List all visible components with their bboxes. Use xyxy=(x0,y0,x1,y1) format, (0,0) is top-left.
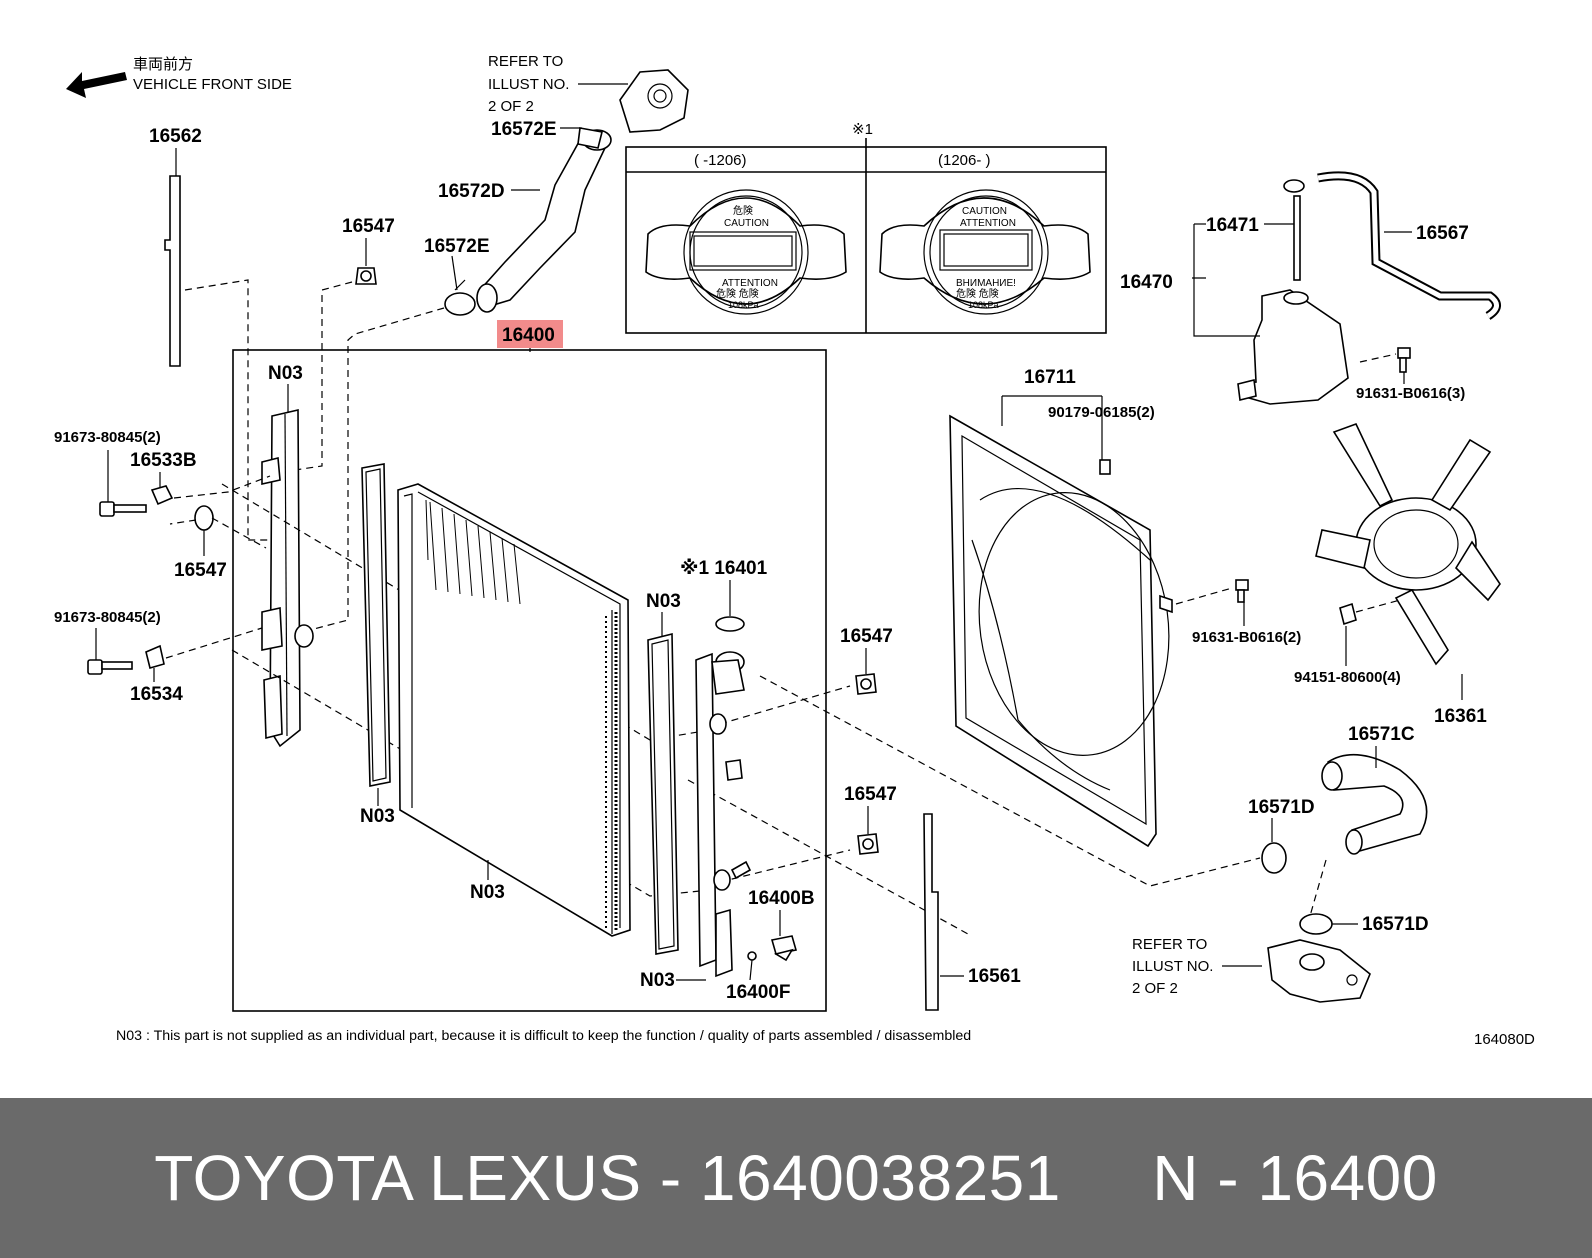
grommet-16547-top-icon xyxy=(355,267,377,285)
part-number-16547-b: 16547 xyxy=(174,560,227,581)
part-number-91673-b: 91673-80845(2) xyxy=(54,609,161,626)
refer-bottom-line1: REFER TO xyxy=(1132,936,1207,953)
fan-shroud-illustration xyxy=(949,414,1173,848)
part-number-16547-a: 16547 xyxy=(342,216,395,237)
radiator-cap-table: ※1 ( -1206) (1206- ) 危険 CAUTION ATTENTIO… xyxy=(625,121,1107,334)
seal-16562-illustration xyxy=(164,175,181,367)
water-outlet-illustration xyxy=(619,69,689,133)
n03-label-a: N03 xyxy=(268,363,303,384)
part-number-16571D-b: 16571D xyxy=(1362,914,1429,935)
part-number-16572E-top: 16572E xyxy=(491,119,557,140)
part-number-16562: 16562 xyxy=(149,126,202,147)
part-number-16547-d: 16547 xyxy=(844,784,897,805)
nut-94151-icon xyxy=(1339,602,1357,626)
part-number-91631-a: 91631-B0616(3) xyxy=(1356,385,1465,402)
part-number-16711: 16711 xyxy=(1024,367,1076,388)
part-number-91631-b: 91631-B0616(2) xyxy=(1192,629,1301,646)
bracket-16534-icon xyxy=(145,644,165,669)
part-number-94151: 94151-80600(4) xyxy=(1294,669,1401,686)
cap-note-mark: ※1 xyxy=(852,121,873,138)
bolt-91673-b-icon xyxy=(87,659,133,675)
cap-left-header: ( -1206) xyxy=(694,152,747,169)
part-number-16571C: 16571C xyxy=(1348,724,1415,745)
clamp-16401-icon xyxy=(715,616,745,632)
cap-right-header: (1206- ) xyxy=(938,152,991,169)
grommet-16547-b-icon xyxy=(194,505,214,531)
part-number-16561: 16561 xyxy=(968,966,1021,987)
part-number-16567: 16567 xyxy=(1416,223,1469,244)
part-number-16471: 16471 xyxy=(1206,215,1259,236)
svg-text:ВНИМАНИЕ!: ВНИМАНИЕ! xyxy=(956,278,1016,289)
refer-bottom-line2: ILLUST NO. xyxy=(1132,958,1213,975)
direction-label-en: VEHICLE FRONT SIDE xyxy=(133,76,292,93)
seal-16561-illustration xyxy=(923,813,939,1011)
bracket-16533B-icon xyxy=(150,485,174,506)
part-number-16534: 16534 xyxy=(130,684,183,705)
svg-text:ATTENTION: ATTENTION xyxy=(722,278,778,289)
grommet-16547-c-icon xyxy=(855,673,877,695)
n03-label-b: N03 xyxy=(360,806,395,827)
part-number-16361: 16361 xyxy=(1434,706,1487,727)
radiator-left-tank-illustration xyxy=(261,408,314,748)
n03-label-d: N03 xyxy=(646,591,681,612)
part-number-16400F: 16400F xyxy=(726,982,790,1003)
clamp-16571D-b-icon xyxy=(1299,913,1333,935)
part-number-16470: 16470 xyxy=(1120,272,1173,293)
refer-top-line3: 2 OF 2 xyxy=(488,98,534,115)
svg-text:危険 危険: 危険 危険 xyxy=(956,288,999,300)
reservoir-hose-16471-icon xyxy=(1283,179,1305,281)
refer-bottom-line3: 2 OF 2 xyxy=(1132,980,1178,997)
radiator-right-tank-illustration xyxy=(695,651,752,978)
seal-n03-left-illustration xyxy=(361,463,391,787)
part-number-16400B: 16400B xyxy=(748,888,815,909)
grommet-16547-d-icon xyxy=(857,833,879,855)
radiator-core-illustration xyxy=(397,483,631,937)
part-number-16400-highlight xyxy=(497,320,563,348)
illustration-id: 164080D xyxy=(1474,1031,1535,1048)
part-number-16572D: 16572D xyxy=(438,181,505,202)
drain-cock-16400B-icon xyxy=(770,935,798,962)
parts-diagram: 車両前方 VEHICLE FRONT SIDE REFER TO ILLUST … xyxy=(54,53,1535,1048)
bolt-91631-b-icon xyxy=(1235,579,1249,603)
part-number-90179: 90179-06185(2) xyxy=(1048,404,1155,421)
o-ring-16400F-icon xyxy=(747,951,757,961)
svg-text:CAUTION: CAUTION xyxy=(962,206,1007,217)
direction-label-jp: 車両前方 xyxy=(133,56,193,73)
hose-clamp-lower-illustration xyxy=(444,279,476,316)
cooling-fan-illustration xyxy=(1315,422,1501,666)
n03-footnote: N03 : This part is not supplied as an in… xyxy=(116,1028,971,1044)
clamp-16571D-a-icon xyxy=(1261,842,1287,874)
bolt-91673-a-icon xyxy=(99,501,147,517)
overflow-hose-16567-icon xyxy=(1317,171,1501,320)
hose-clamp-top-illustration xyxy=(577,127,603,149)
svg-text:危険: 危険 xyxy=(733,205,753,217)
svg-text:危険 危険: 危険 危険 xyxy=(716,288,759,300)
n03-label-e: N03 xyxy=(640,970,675,991)
part-number-91673-a: 91673-80845(2) xyxy=(54,429,161,446)
radiator-upper-hose-illustration xyxy=(476,129,612,313)
radiator-cap-late-icon: CAUTION ATTENTION ВНИМАНИЕ! 危険 危険 108kPa xyxy=(879,189,1091,315)
svg-text:108kPa: 108kPa xyxy=(728,300,759,310)
part-number-16547-c: 16547 xyxy=(840,626,893,647)
part-number-16401: ※1 16401 xyxy=(680,558,768,579)
svg-text:CAUTION: CAUTION xyxy=(724,218,769,229)
refer-top-line2: ILLUST NO. xyxy=(488,76,569,93)
refer-top-line1: REFER TO xyxy=(488,53,563,70)
part-number-16572E: 16572E xyxy=(424,236,490,257)
footer-bar: TOYOTA LEXUS - 1640038251 N - 16400 xyxy=(0,1098,1592,1258)
svg-text:108kPa: 108kPa xyxy=(968,300,999,310)
reservoir-tank-illustration xyxy=(1237,289,1349,405)
radiator-cap-early-icon: 危険 CAUTION ATTENTION 危険 危険 108kPa xyxy=(645,189,847,315)
part-number-16400: 16400 xyxy=(502,325,555,346)
radiator-lower-hose-illustration xyxy=(1321,753,1428,855)
bolt-91631-a-icon xyxy=(1397,347,1411,373)
part-number-16571D-a: 16571D xyxy=(1248,797,1315,818)
n03-label-c: N03 xyxy=(470,882,505,903)
footer-part-title: TOYOTA LEXUS - 1640038251 N - 16400 xyxy=(154,1142,1438,1214)
vehicle-front-arrow-icon xyxy=(66,72,127,98)
water-inlet-illustration xyxy=(1267,939,1371,1003)
part-number-16533B: 16533B xyxy=(130,450,197,471)
seal-n03-right-illustration xyxy=(647,632,679,955)
svg-text:ATTENTION: ATTENTION xyxy=(960,218,1016,229)
